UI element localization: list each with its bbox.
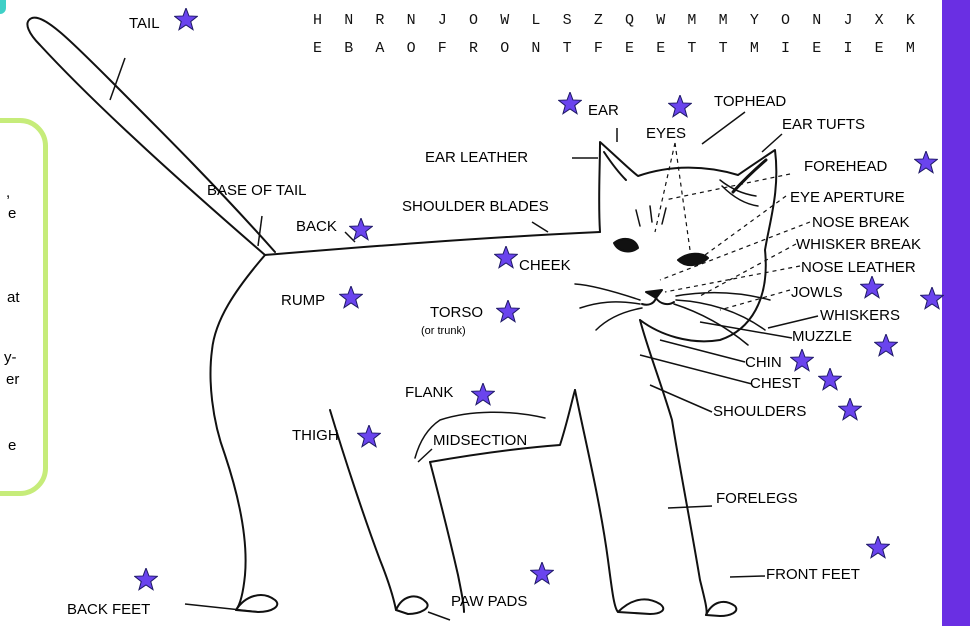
label-cheek: CHEEK (519, 258, 571, 273)
front-paw-right (706, 602, 736, 616)
label-torso-note: (or trunk) (421, 326, 466, 337)
thigh-star-icon (357, 425, 381, 454)
cat-foreleg-outline (575, 390, 618, 612)
label-ear-leather: EAR LEATHER (425, 150, 528, 165)
leader-paw-pads (428, 612, 450, 620)
leader-eyes (655, 143, 675, 232)
label-whisker-break: WHISKER BREAK (796, 237, 921, 252)
label-nose-break: NOSE BREAK (812, 215, 910, 230)
label-midsection: MIDSECTION (433, 433, 527, 448)
label-front-feet: FRONT FEET (766, 567, 860, 582)
label-jowls: JOWLS (791, 285, 843, 300)
ear-star-icon (558, 92, 582, 121)
ear-inner-right (733, 160, 766, 192)
label-tail: TAIL (129, 16, 160, 31)
muzzle-star-icon (874, 334, 898, 363)
chin-star-icon (790, 349, 814, 378)
leader-back-feet (185, 604, 260, 612)
label-thigh: THIGH (292, 428, 339, 443)
rump-star-icon (339, 286, 363, 315)
leader-midsection (418, 449, 432, 462)
cat-rump-outline (211, 255, 265, 610)
leader-chin (660, 340, 745, 362)
whiskers-star-icon (920, 287, 944, 316)
leader-forelegs (668, 506, 712, 508)
tail-star-icon (174, 8, 198, 37)
label-shoulder-blades: SHOULDER BLADES (402, 199, 549, 214)
back-paw-right (396, 596, 428, 614)
label-back-feet: BACK FEET (67, 602, 150, 617)
label-torso: TORSO (430, 305, 483, 320)
eyes-star-icon (668, 95, 692, 124)
label-forelegs: FORELEGS (716, 491, 798, 506)
label-whiskers: WHISKERS (820, 308, 900, 323)
label-shoulders: SHOULDERS (713, 404, 806, 419)
leader-forehead (665, 174, 790, 200)
label-nose-leather: NOSE LEATHER (801, 260, 916, 275)
label-paw-pads: PAW PADS (451, 594, 527, 609)
leader-base-of-tail (258, 216, 262, 246)
cat-mouth (642, 298, 674, 305)
torso-star-icon (496, 300, 520, 329)
label-eyes: EYES (646, 126, 686, 141)
back-star-icon (349, 218, 373, 247)
chest-star-icon (818, 368, 842, 397)
front-paw-left (618, 599, 663, 614)
cat-tail-outline (27, 18, 275, 255)
label-eye-aperture: EYE APERTURE (790, 190, 905, 205)
paw-pads-star-icon (530, 562, 554, 591)
label-chest: CHEST (750, 376, 801, 391)
leader-whiskers (768, 316, 818, 328)
label-forehead: FOREHEAD (804, 159, 887, 174)
cheek-star-icon (494, 246, 518, 275)
leader-tophead (702, 112, 745, 144)
leader-nose-break (660, 222, 810, 280)
jowls-star-icon (860, 276, 884, 305)
cat-eye-left (614, 239, 638, 252)
forehead-star-icon (914, 151, 938, 180)
cat-nose (646, 290, 662, 298)
leader-front-feet (730, 576, 765, 577)
front-feet-star-icon (866, 536, 890, 565)
label-base-of-tail: BASE OF TAIL (207, 183, 306, 198)
label-flank: FLANK (405, 385, 453, 400)
label-back: BACK (296, 219, 337, 234)
leader-shoulders (650, 385, 712, 412)
flank-star-icon (471, 383, 495, 412)
shoulders-star-icon (838, 398, 862, 427)
label-muzzle: MUZZLE (792, 329, 852, 344)
back-feet-star-icon (134, 568, 158, 597)
leader-ear-tufts (762, 134, 782, 152)
label-ear-tufts: EAR TUFTS (782, 117, 865, 132)
cat-hindleg-front (430, 462, 464, 612)
cat-back-outline (265, 232, 600, 255)
label-ear: EAR (588, 103, 619, 118)
label-chin: CHIN (745, 355, 782, 370)
leader-shoulder-blades (532, 222, 548, 232)
label-tophead: TOPHEAD (714, 94, 786, 109)
leader-eyes-2 (675, 143, 690, 250)
label-rump: RUMP (281, 293, 325, 308)
